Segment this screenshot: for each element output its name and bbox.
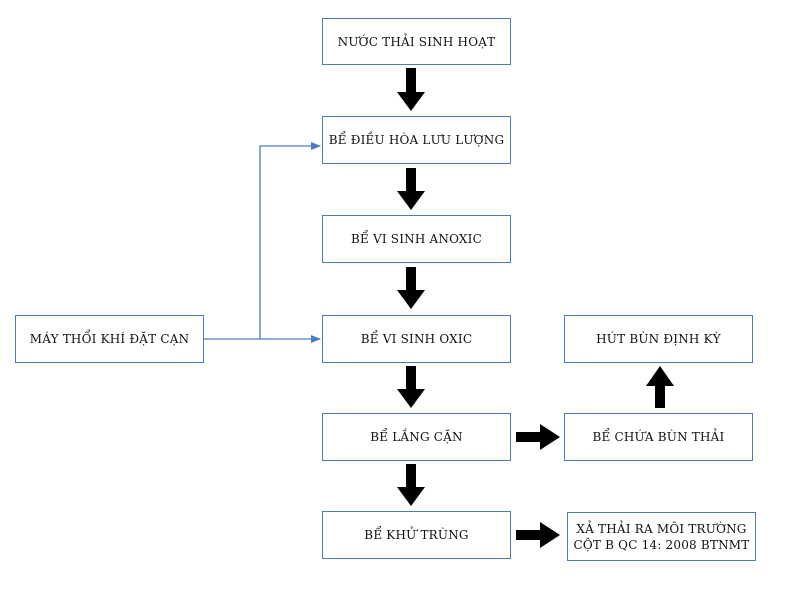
node-label: XẢ THẢI RA MÔI TRƯỜNG CỘT B QC 14: 2008 …	[573, 521, 750, 552]
node-label: BỂ CHỨA BÙN THẢI	[592, 430, 725, 444]
node-be-vi-sinh-oxic: BỂ VI SINH OXIC	[322, 315, 511, 363]
node-be-lang-can: BỂ LẮNG CẶN	[322, 413, 511, 461]
node-xa-thai-ra-moi-truong: XẢ THẢI RA MÔI TRƯỜNG CỘT B QC 14: 2008 …	[567, 512, 756, 561]
flow-arrow-down	[397, 68, 425, 111]
node-be-vi-sinh-anoxic: BỂ VI SINH ANOXIC	[322, 215, 511, 263]
node-label: MÁY THỔI KHÍ ĐẶT CẠN	[29, 332, 190, 346]
air-line-to-dieu-hoa	[259, 142, 321, 339]
node-label: BỂ ĐIỀU HÒA LƯU LƯỢNG	[328, 133, 505, 147]
node-label: BỂ LẮNG CẶN	[370, 430, 463, 444]
node-be-dieu-hoa: BỂ ĐIỀU HÒA LƯU LƯỢNG	[322, 116, 511, 164]
node-be-chua-bun-thai: BỂ CHỨA BÙN THẢI	[564, 413, 753, 461]
node-label: BỂ VI SINH ANOXIC	[350, 232, 482, 246]
node-nuoc-thai-sinh-hoat: NƯỚC THẢI SINH HOẠT	[322, 18, 511, 65]
node-label: HÚT BÙN ĐỊNH KỲ	[596, 332, 721, 346]
node-label: BỂ KHỬ TRÙNG	[364, 528, 469, 542]
node-label: NƯỚC THẢI SINH HOẠT	[337, 34, 496, 49]
node-hut-bun-dinh-ky: HÚT BÙN ĐỊNH KỲ	[564, 315, 753, 363]
flow-arrow-down	[397, 464, 425, 506]
flow-arrow-down	[397, 267, 425, 309]
node-label: BỂ VI SINH OXIC	[360, 332, 473, 346]
flow-arrow-down	[397, 168, 425, 210]
node-may-thoi-khi: MÁY THỔI KHÍ ĐẶT CẠN	[15, 315, 204, 363]
flow-arrow-right	[516, 522, 560, 548]
flow-arrow-down	[397, 366, 425, 408]
node-be-khu-trung: BỂ KHỬ TRÙNG	[322, 511, 511, 559]
flow-arrow-right	[516, 424, 560, 450]
flow-arrow-up	[646, 366, 674, 408]
